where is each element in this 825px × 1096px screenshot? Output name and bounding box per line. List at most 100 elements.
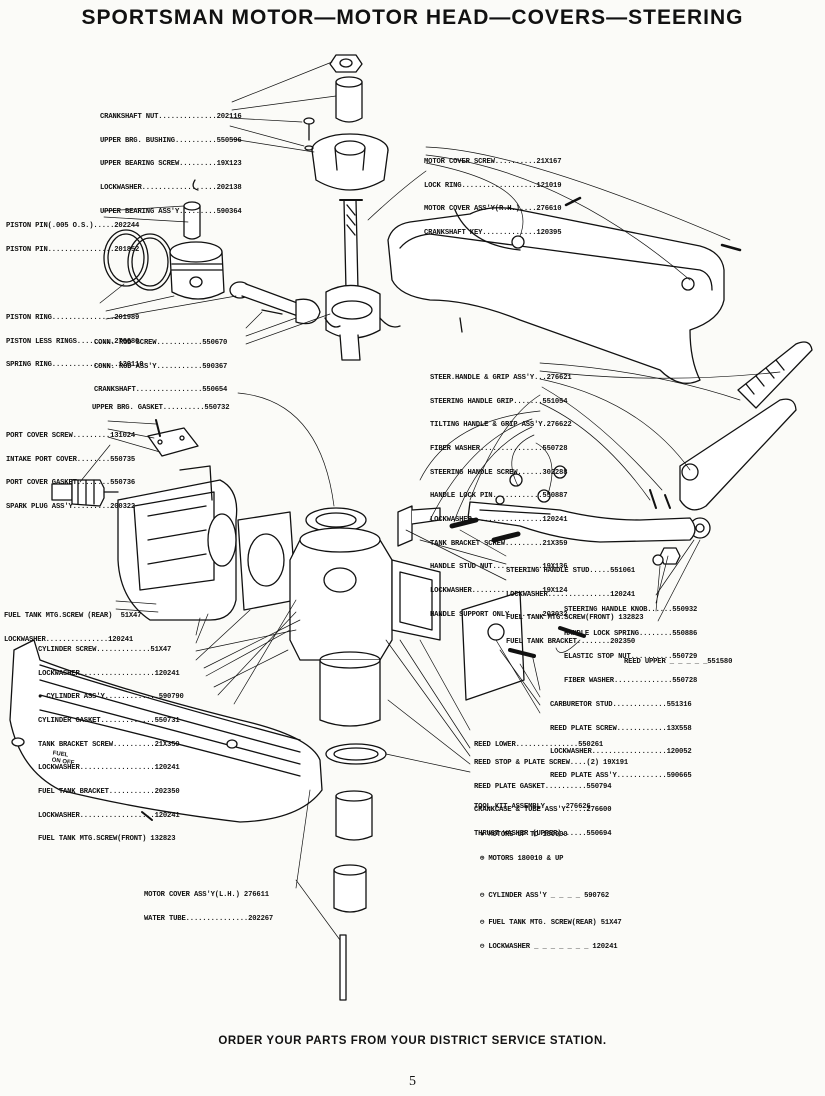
part-label: STEERING HANDLE SCREW......302288 bbox=[430, 468, 568, 477]
steering-handle-stud-part bbox=[449, 517, 521, 543]
label-group-carburetor: CARBURETOR STUD.............551316 REED … bbox=[550, 686, 692, 789]
part-label: SPARK PLUG ASS'Y.........200322 bbox=[6, 502, 136, 511]
page-title: SPORTSMAN MOTOR—MOTOR HEAD—COVERS—STEERI… bbox=[81, 6, 744, 29]
part-label: PORT COVER GASKET........550736 bbox=[6, 479, 136, 488]
label-group-fuel-tank-alt: ⊖ FUEL TANK MTG. SCREW(REAR) 51X47 ⊖ LOC… bbox=[480, 904, 622, 959]
page-number: 5 bbox=[409, 1074, 416, 1089]
part-label: LOCKWASHER.................120241 bbox=[430, 516, 568, 525]
label-group-steering: STEER.HANDLE & GRIP ASS'Y...276621 STEER… bbox=[430, 359, 572, 628]
label-group-handle-knob: STEERING HANDLE KNOB......550932 HANDLE … bbox=[564, 591, 697, 694]
elastic-stop-nut-part bbox=[652, 547, 681, 566]
part-label: TOOL KIT ASSEMBLY 276626 bbox=[474, 802, 591, 811]
label-group-cylinder-alt: ⊖ CYLINDER ASS'Y _ _ _ _ 590762 bbox=[480, 877, 609, 909]
part-label: TANK BRACKET SCREW..........21X359 bbox=[38, 740, 180, 749]
piston-part bbox=[169, 241, 225, 300]
part-label: REED LOWER...............550261 bbox=[474, 740, 604, 749]
label-group-legend: ● MOTORS UP TO 180000 ⊕ MOTORS 180010 & … bbox=[480, 816, 568, 871]
label-group-conn-rod: CONN. ROD SCREW...........550670 CONN. R… bbox=[94, 324, 227, 403]
footer-note: ORDER YOUR PARTS FROM YOUR DISTRICT SERV… bbox=[218, 1035, 607, 1047]
upper-bearing-assembly-part bbox=[311, 133, 389, 191]
part-label: LOCKWASHER..................120052 bbox=[550, 748, 692, 757]
label-group-piston-pin: PISTON PIN(.005 O.S.).....202244 PISTON … bbox=[6, 207, 139, 262]
label-group-cylinder: CYLINDER SCREW.............51X47 LOCKWAS… bbox=[38, 631, 184, 852]
part-label: STEERING HANDLE KNOB......550932 bbox=[564, 605, 698, 614]
part-label: CYLINDER GASKET.............550731 bbox=[38, 716, 180, 725]
part-label: FUEL TANK MTG.SCREW(FRONT) 132823 bbox=[38, 835, 176, 844]
part-label: LOCKWASHER..................120241 bbox=[38, 811, 180, 820]
part-label: CONN. ROD ASS'Y...........590367 bbox=[94, 362, 228, 371]
part-label: MOTOR COVER ASS'Y(R.H.)....276610 bbox=[424, 205, 562, 214]
part-label: ⊖ FUEL TANK MTG. SCREW(REAR) 51X47 bbox=[480, 918, 622, 927]
label-group-motor-cover-lh: MOTOR COVER ASS'Y(L.H.) 276611 WATER TUB… bbox=[144, 876, 273, 931]
part-label: FUEL TANK MTG.SCREW (REAR) 51X47 bbox=[4, 611, 142, 620]
part-label: WATER TUBE...............202267 bbox=[144, 914, 274, 923]
part-label: FUEL TANK BRACKET...........202350 bbox=[38, 788, 180, 797]
part-label: ⊖ CYLINDER ASS'Y _ _ _ _ 590762 bbox=[480, 891, 610, 900]
label-group-reed-stop: REED STOP & PLATE SCREW....(2) 19X191 RE… bbox=[474, 744, 628, 847]
part-label: HANDLE LOCK SPRING........550886 bbox=[564, 629, 698, 638]
part-label: LOCKWASHER.................19X124 bbox=[430, 587, 568, 596]
water-tube-part bbox=[339, 934, 347, 1001]
handle-support-part bbox=[467, 465, 696, 543]
part-label: HANDLE LOCK PIN............550887 bbox=[430, 492, 568, 501]
leader-lines bbox=[79, 61, 781, 941]
fuel-tank-bracket-part bbox=[397, 505, 441, 547]
upper-bearing-screw-part bbox=[303, 117, 315, 151]
label-group-tool-kit: TOOL KIT ASSEMBLY 276626 bbox=[474, 788, 591, 820]
part-label: LOCKWASHER...............120241 bbox=[506, 590, 636, 599]
reed-plate-part bbox=[391, 559, 586, 701]
part-label: UPPER BRG. GASKET..........550732 bbox=[92, 403, 230, 412]
label-group-piston-rings: PISTON RING...............201989 PISTON … bbox=[6, 299, 144, 378]
legend-item: ● MOTORS UP TO 180000 bbox=[480, 830, 568, 839]
label-group-fuel-tank-rear: FUEL TANK MTG.SCREW (REAR) 51X47 LOCKWAS… bbox=[4, 597, 142, 652]
part-label: CRANKSHAFT KEY.............120395 bbox=[424, 228, 562, 237]
label-group-motor-cover-rh: MOTOR COVER SCREW..........21X167 LOCK R… bbox=[424, 143, 562, 246]
label-group-steering-stud: STEERING HANDLE STUD.....551061 LOCKWASH… bbox=[506, 552, 644, 655]
part-label: REED UPPER _ _ _ _ _551580 bbox=[624, 657, 733, 666]
part-label: PISTON RING...............201989 bbox=[6, 313, 140, 322]
part-label: CRANKSHAFT NUT..............202116 bbox=[100, 112, 242, 121]
part-label: SPRING RING................120110 bbox=[6, 361, 144, 370]
connecting-rod-part bbox=[229, 281, 401, 328]
part-label: UPPER BRG. BUSHING..........550596 bbox=[100, 136, 242, 145]
crankshaft-nut-part bbox=[329, 54, 363, 73]
part-label: STEERING HANDLE STUD.....551061 bbox=[506, 566, 636, 575]
part-label: FUEL TANK BRACKET........202350 bbox=[506, 637, 636, 646]
label-group-upper-bearing: CRANKSHAFT NUT..............202116 UPPER… bbox=[100, 98, 242, 224]
part-label: STEERING HANDLE GRIP.......551054 bbox=[430, 397, 568, 406]
part-label: PISTON LESS RINGS.........276680 bbox=[6, 337, 140, 346]
intake-port-cover-part bbox=[147, 419, 199, 457]
spark-plug-part bbox=[51, 479, 119, 507]
upper-bearing-bushing-part bbox=[335, 76, 363, 123]
label-group-upper-gasket: UPPER BRG. GASKET..........550732 bbox=[92, 389, 230, 421]
part-label: REED STOP & PLATE SCREW....(2) 19X191 bbox=[474, 758, 629, 767]
part-label: INTAKE PORT COVER........550735 bbox=[6, 455, 136, 464]
crankcase-tube-part bbox=[289, 527, 393, 727]
cover-fuel-marking: FUEL ON OFF bbox=[51, 750, 75, 767]
piston-rings-part bbox=[103, 229, 173, 291]
part-label: ⊖ LOCKWASHER _ _ _ _ _ _ _ 120241 bbox=[480, 942, 618, 951]
part-label: REED PLATE SCREW............13X558 bbox=[550, 724, 692, 733]
part-label: FUEL TANK MTG.SCREW(FRONT) 132823 bbox=[506, 614, 644, 623]
part-label: CRANKCASE & TUBE ASS'Y.....276600 bbox=[474, 806, 612, 815]
part-label: FIBER WASHER...............550728 bbox=[430, 444, 568, 453]
part-label: LOCKWASHER..................120241 bbox=[38, 669, 180, 678]
part-label: PISTON PIN................201852 bbox=[6, 245, 140, 254]
part-label: LOCK RING..................121019 bbox=[424, 181, 562, 190]
part-label: UPPER BEARING SCREW.........19X123 bbox=[100, 160, 242, 169]
part-label: MOTOR COVER ASS'Y(L.H.) 276611 bbox=[144, 890, 269, 899]
thrust-washer-part bbox=[325, 743, 387, 765]
part-label: FIBER WASHER..............550728 bbox=[564, 676, 698, 685]
part-label: CRANKSHAFT................550654 bbox=[94, 386, 228, 395]
part-label: ● CYLINDER ASS'Y.............590790 bbox=[38, 693, 184, 702]
part-label: HANDLE STUD NUT............19X136 bbox=[430, 563, 568, 572]
part-label: TILTING HANDLE & GRIP ASS'Y.276622 bbox=[430, 421, 572, 430]
motor-cover-screw-part bbox=[564, 196, 742, 252]
part-label: HANDLE SUPPORT ONLY........203032 bbox=[430, 610, 568, 619]
legend-item: ⊕ MOTORS 180010 & UP bbox=[480, 854, 564, 863]
part-label: LOCKWASHER...............120241 bbox=[4, 635, 134, 644]
part-label: LOCKWASHER..................202138 bbox=[100, 183, 242, 192]
part-label: REED PLATE ASS'Y............590665 bbox=[550, 771, 692, 780]
part-label: CARBURETOR STUD.............551316 bbox=[550, 700, 692, 709]
label-group-reed-upper: REED UPPER _ _ _ _ _551580 bbox=[624, 643, 732, 675]
